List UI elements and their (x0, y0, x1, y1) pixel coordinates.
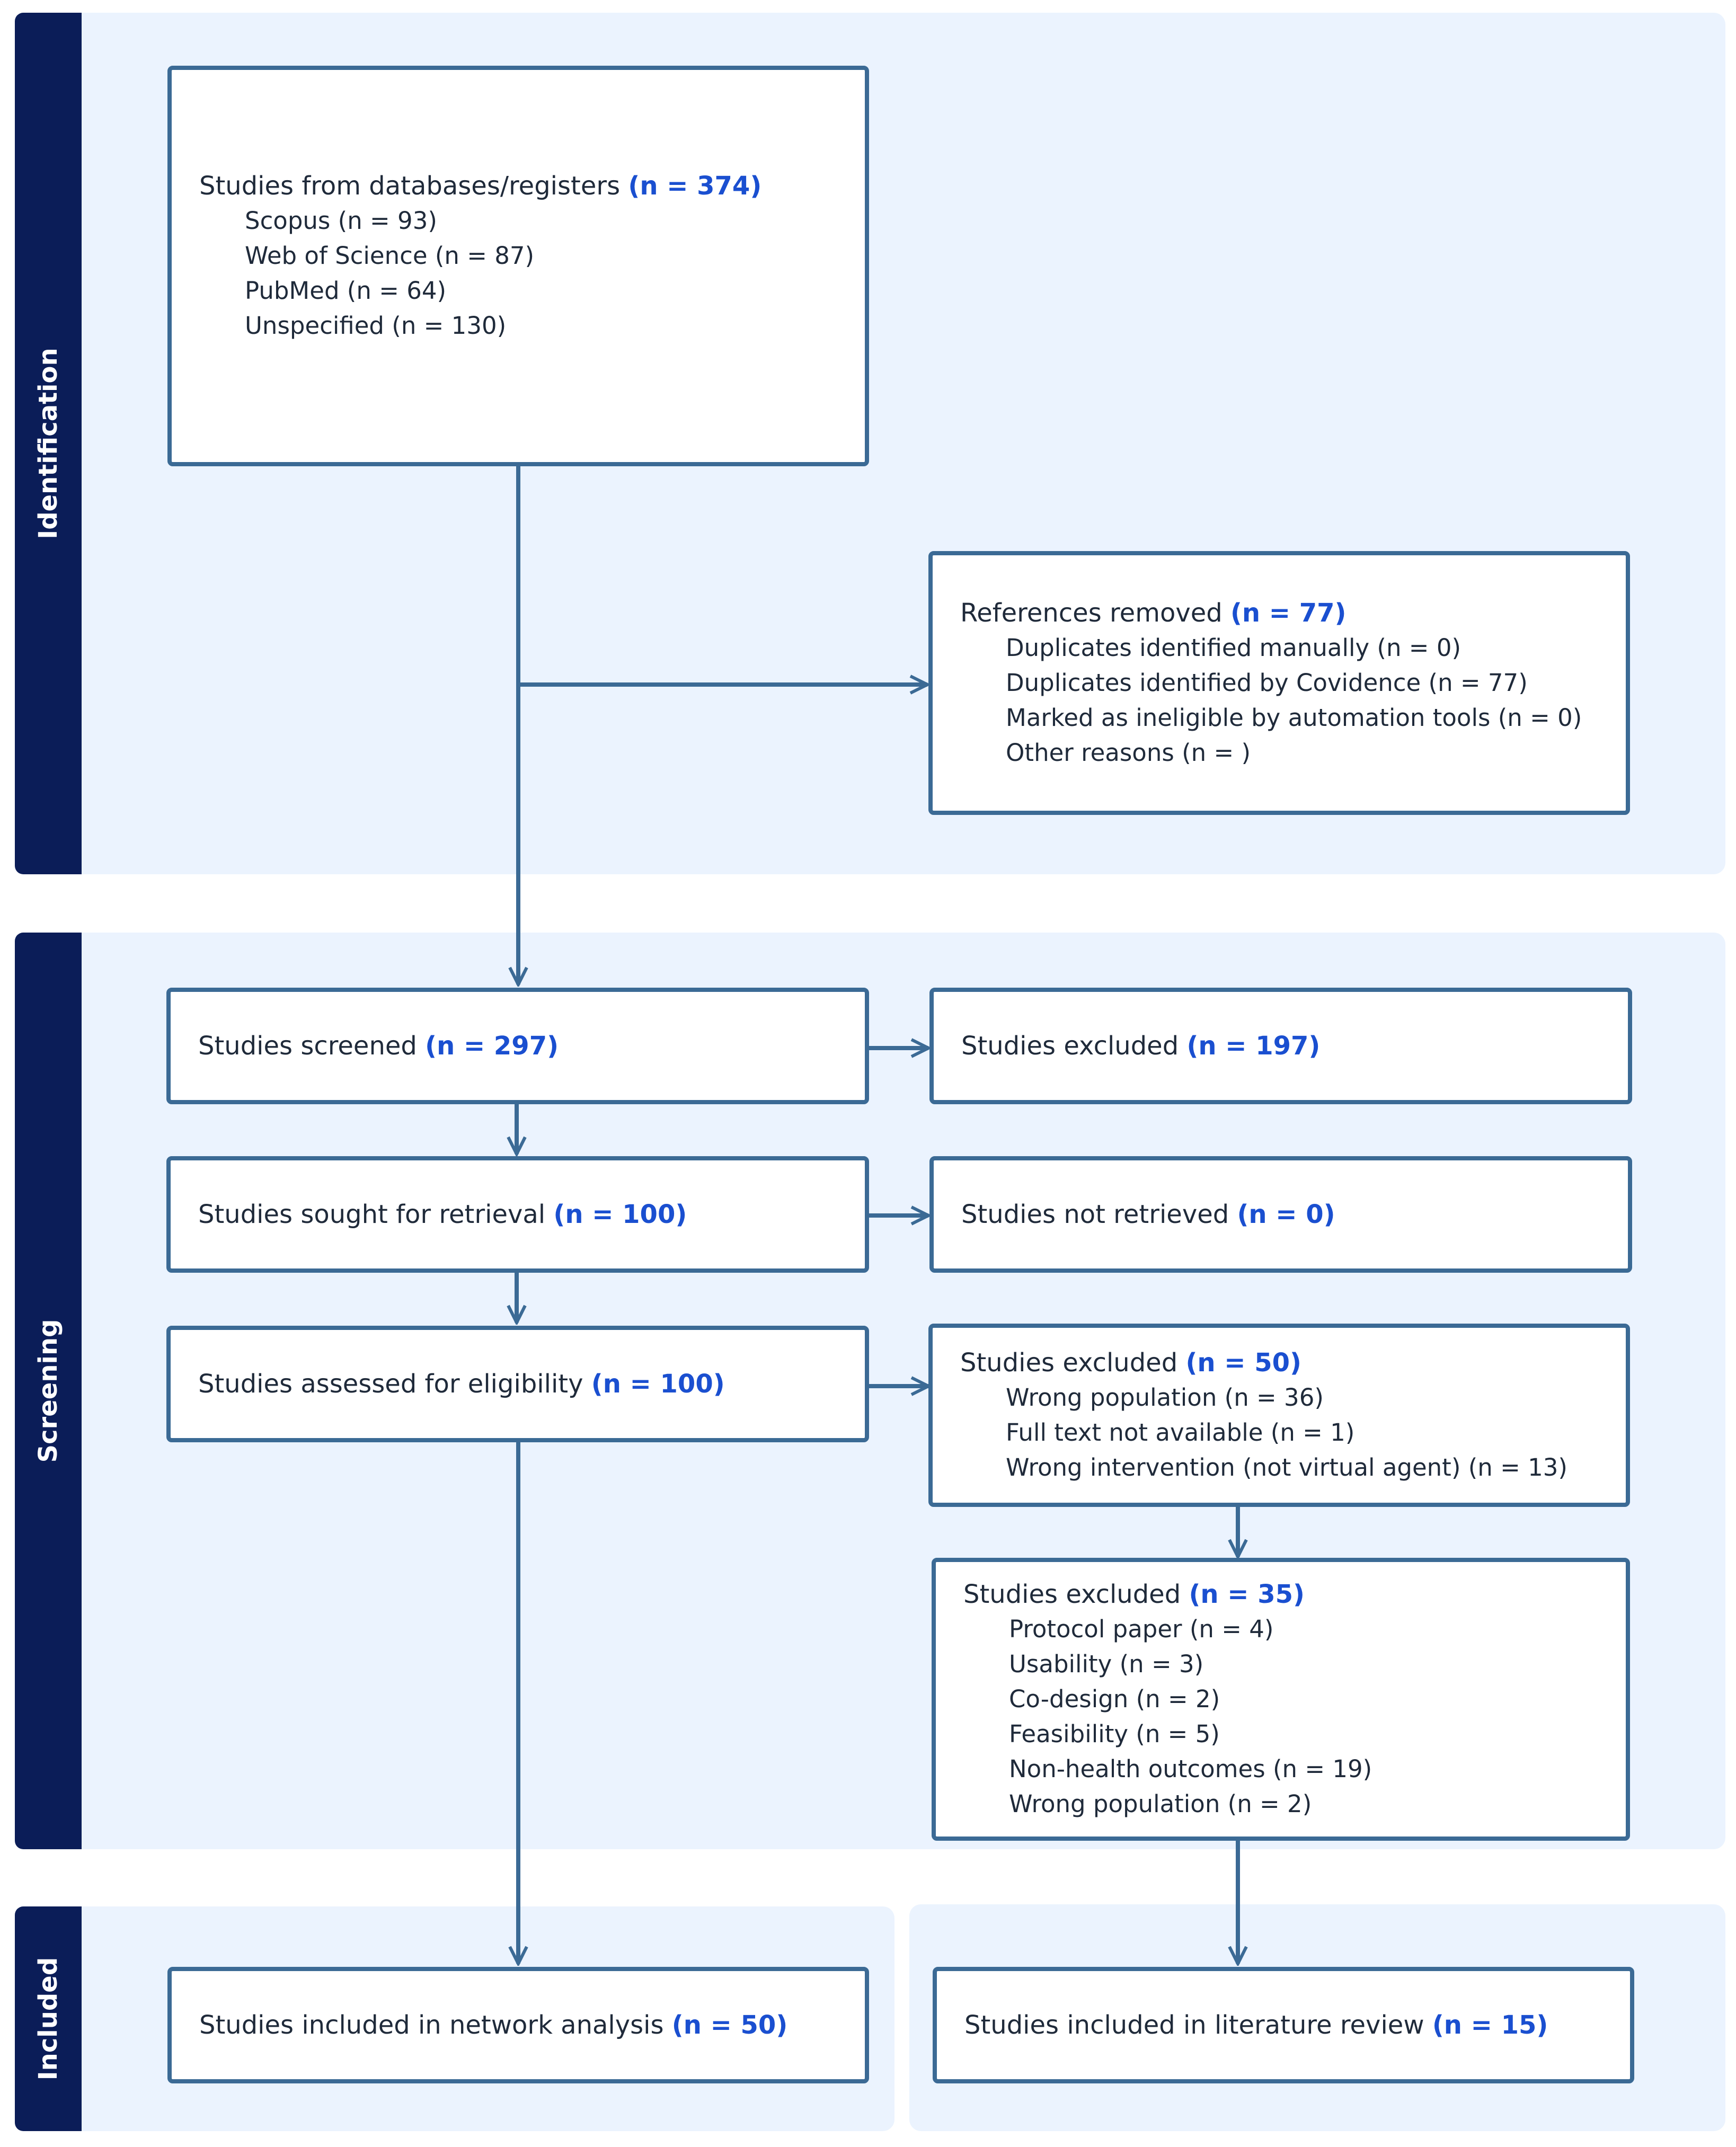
review-excluded-item: Co-design (n = 2) (1009, 1685, 1220, 1713)
records-title: Studies from databases/registers (199, 171, 621, 201)
studies-screened-box: Studies screened (n = 297) (166, 988, 869, 1104)
removed-item: Duplicates identified manually (n = 0) (1006, 634, 1461, 662)
not-retrieved-count: (n = 0) (1237, 1200, 1335, 1229)
literature-review-box: Studies included in literature review (n… (933, 1967, 1634, 2083)
eligibility-excluded-item: Full text not available (n = 1) (1006, 1418, 1355, 1447)
eligibility-excluded-count: (n = 50) (1185, 1348, 1301, 1378)
screening-band: Screening (15, 933, 82, 1849)
network-count: (n = 50) (671, 2010, 788, 2040)
review-excluded-item: Wrong population (n = 2) (1009, 1790, 1312, 1818)
not-retrieved-title: Studies not retrieved (961, 1200, 1229, 1229)
records-heading: Studies from databases/registers (n = 37… (199, 168, 849, 203)
excluded-title: Studies excluded (961, 1031, 1179, 1061)
excluded-count: (n = 197) (1186, 1031, 1321, 1061)
removed-title: References removed (960, 598, 1223, 628)
removed-item: Marked as ineligible by automation tools… (1006, 704, 1582, 732)
review-excluded-count: (n = 35) (1189, 1580, 1305, 1609)
network-analysis-box: Studies included in network analysis (n … (167, 1967, 869, 2083)
review-count: (n = 15) (1432, 2010, 1548, 2040)
review-excluded-item: Protocol paper (n = 4) (1009, 1615, 1274, 1643)
screened-title: Studies screened (198, 1031, 417, 1061)
eligibility-excluded-item: Wrong intervention (not virtual agent) (… (1006, 1453, 1567, 1481)
records-item: Web of Science (n = 87) (245, 242, 535, 270)
review-excluded-item: Usability (n = 3) (1009, 1650, 1204, 1678)
studies-excluded-box: Studies excluded (n = 197) (929, 988, 1632, 1104)
sought-count: (n = 100) (553, 1200, 687, 1229)
review-excluded-item: Non-health outcomes (n = 19) (1009, 1755, 1372, 1783)
review-title: Studies included in literature review (964, 2010, 1424, 2040)
records-item: Unspecified (n = 130) (245, 312, 507, 340)
studies-not-retrieved-box: Studies not retrieved (n = 0) (929, 1156, 1632, 1273)
identification-band: Identification (15, 13, 82, 874)
records-item: PubMed (n = 64) (245, 277, 447, 305)
references-removed-box: References removed (n = 77) Duplicates i… (928, 551, 1630, 815)
assessed-title: Studies assessed for eligibility (198, 1369, 583, 1399)
studies-sought-box: Studies sought for retrieval (n = 100) (166, 1156, 869, 1273)
review-excluded-box: Studies excluded (n = 35) Protocol paper… (932, 1558, 1630, 1841)
review-excluded-title: Studies excluded (963, 1580, 1181, 1609)
studies-assessed-box: Studies assessed for eligibility (n = 10… (166, 1326, 869, 1442)
removed-count: (n = 77) (1230, 598, 1347, 628)
records-count: (n = 374) (628, 171, 762, 201)
assessed-count: (n = 100) (591, 1369, 725, 1399)
network-title: Studies included in network analysis (199, 2010, 664, 2040)
review-excluded-item: Feasibility (n = 5) (1009, 1720, 1220, 1748)
screened-count: (n = 297) (425, 1031, 559, 1061)
sought-title: Studies sought for retrieval (198, 1200, 546, 1229)
eligibility-excluded-title: Studies excluded (960, 1348, 1178, 1378)
removed-heading: References removed (n = 77) (960, 596, 1610, 631)
eligibility-excluded-box: Studies excluded (n = 50) Wrong populati… (928, 1324, 1630, 1507)
removed-item: Other reasons (n = ) (1006, 739, 1251, 767)
records-item: Scopus (n = 93) (245, 207, 437, 235)
eligibility-excluded-item: Wrong population (n = 36) (1006, 1383, 1324, 1412)
removed-item: Duplicates identified by Covidence (n = … (1006, 669, 1528, 697)
included-band: Included (15, 1906, 82, 2131)
records-identified-box: Studies from databases/registers (n = 37… (167, 66, 869, 466)
